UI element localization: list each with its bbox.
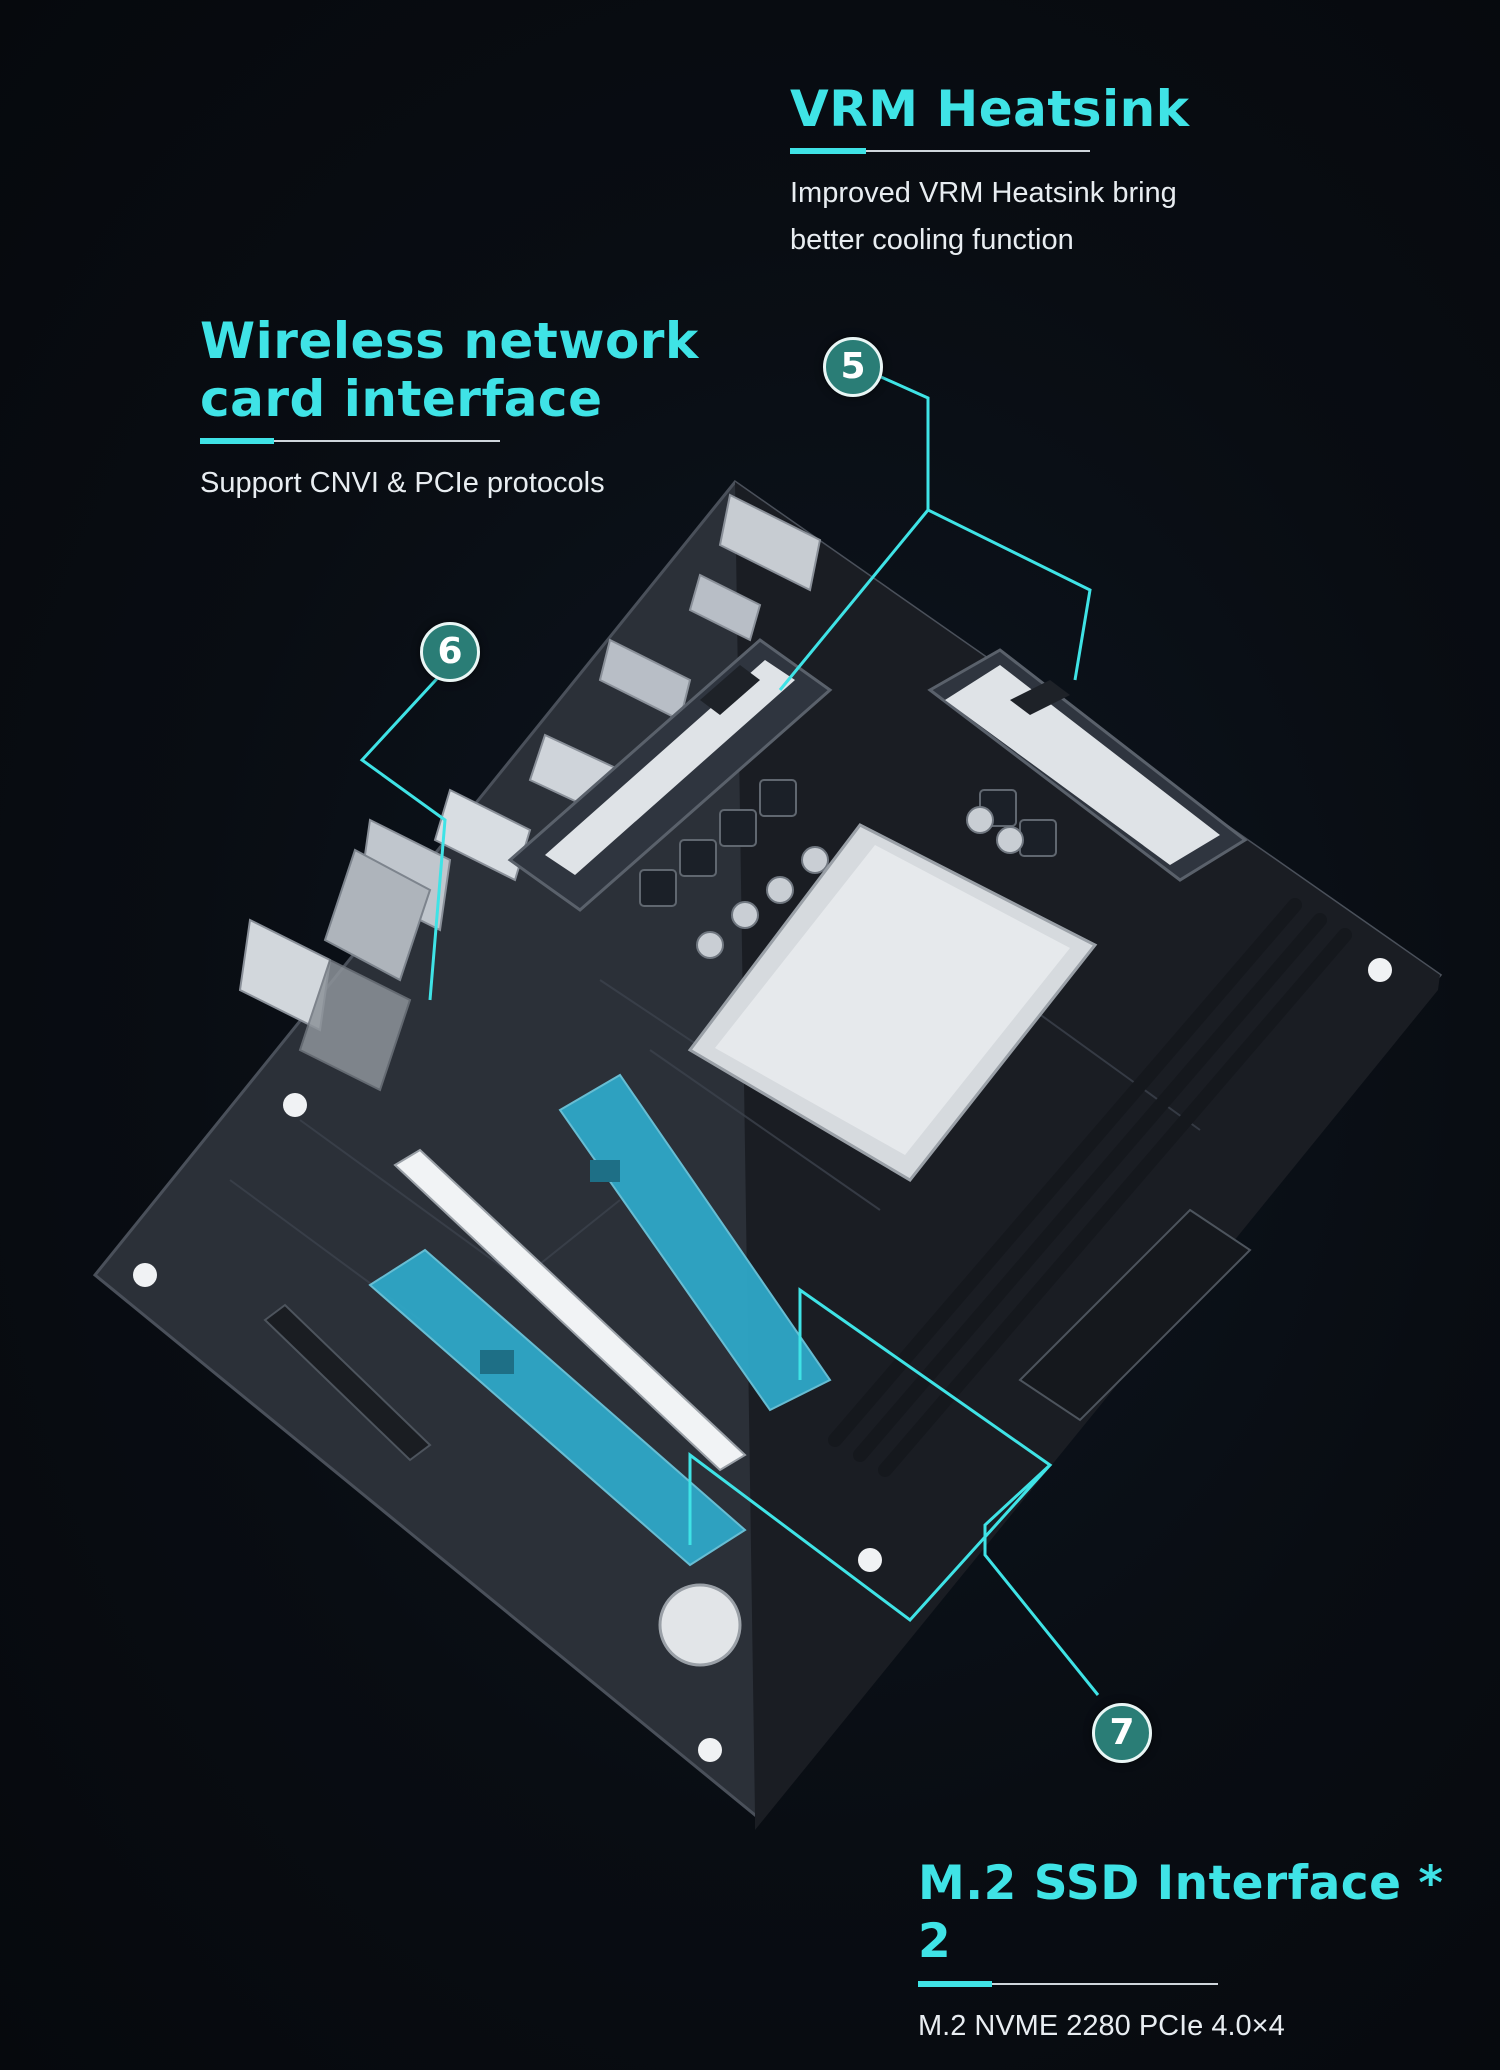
m2-title-underline bbox=[918, 1979, 1478, 1989]
callout-line-5b bbox=[778, 509, 930, 691]
m2-ssd-2 bbox=[368, 1248, 747, 1567]
badge-7: 7 bbox=[1092, 1703, 1152, 1763]
feature-wireless-network-card: Wireless network card interface Support … bbox=[200, 312, 740, 507]
callout-lines bbox=[359, 370, 1100, 1696]
vrm-title-underline bbox=[790, 146, 1350, 156]
callout-line-7 bbox=[798, 1287, 1100, 1696]
rear-io-ports bbox=[238, 493, 822, 1092]
feature-m2-ssd-interface: M.2 SSD Interface * 2 M.2 NVME 2280 PCIe… bbox=[918, 1855, 1478, 2050]
wireless-title: Wireless network card interface bbox=[200, 312, 740, 428]
wireless-title-underline bbox=[200, 436, 740, 446]
dimm-slots bbox=[828, 898, 1352, 1477]
pcie-slot bbox=[393, 1148, 747, 1472]
m2-description: M.2 NVME 2280 PCIe 4.0×4 bbox=[918, 2010, 1285, 2042]
vrm-heatsink-description: Improved VRM Heatsink bring better cooli… bbox=[790, 170, 1350, 264]
vrm-description-line-1: Improved VRM Heatsink bring bbox=[790, 177, 1177, 209]
badge-5: 5 bbox=[823, 337, 883, 397]
vrm-description-line-2: better cooling function bbox=[790, 224, 1074, 256]
badge-6: 6 bbox=[420, 622, 480, 682]
callout-line-6 bbox=[359, 668, 447, 1001]
wireless-description: Support CNVI & PCIe protocols bbox=[200, 467, 605, 499]
m2-title: M.2 SSD Interface * 2 bbox=[918, 1856, 1444, 1969]
feature-vrm-heatsink: VRM Heatsink Improved VRM Heatsink bring… bbox=[790, 80, 1350, 264]
callout-line-7b bbox=[688, 1452, 1052, 1623]
vrm-heatsink-title: VRM Heatsink bbox=[790, 80, 1190, 138]
wireless-title-line-1: Wireless network bbox=[200, 312, 699, 370]
wireless-title-line-2: card interface bbox=[200, 370, 603, 428]
vrm-heatsinks bbox=[507, 638, 1248, 912]
m2-ssd-1 bbox=[558, 1073, 832, 1412]
cmos-battery bbox=[658, 1583, 742, 1667]
